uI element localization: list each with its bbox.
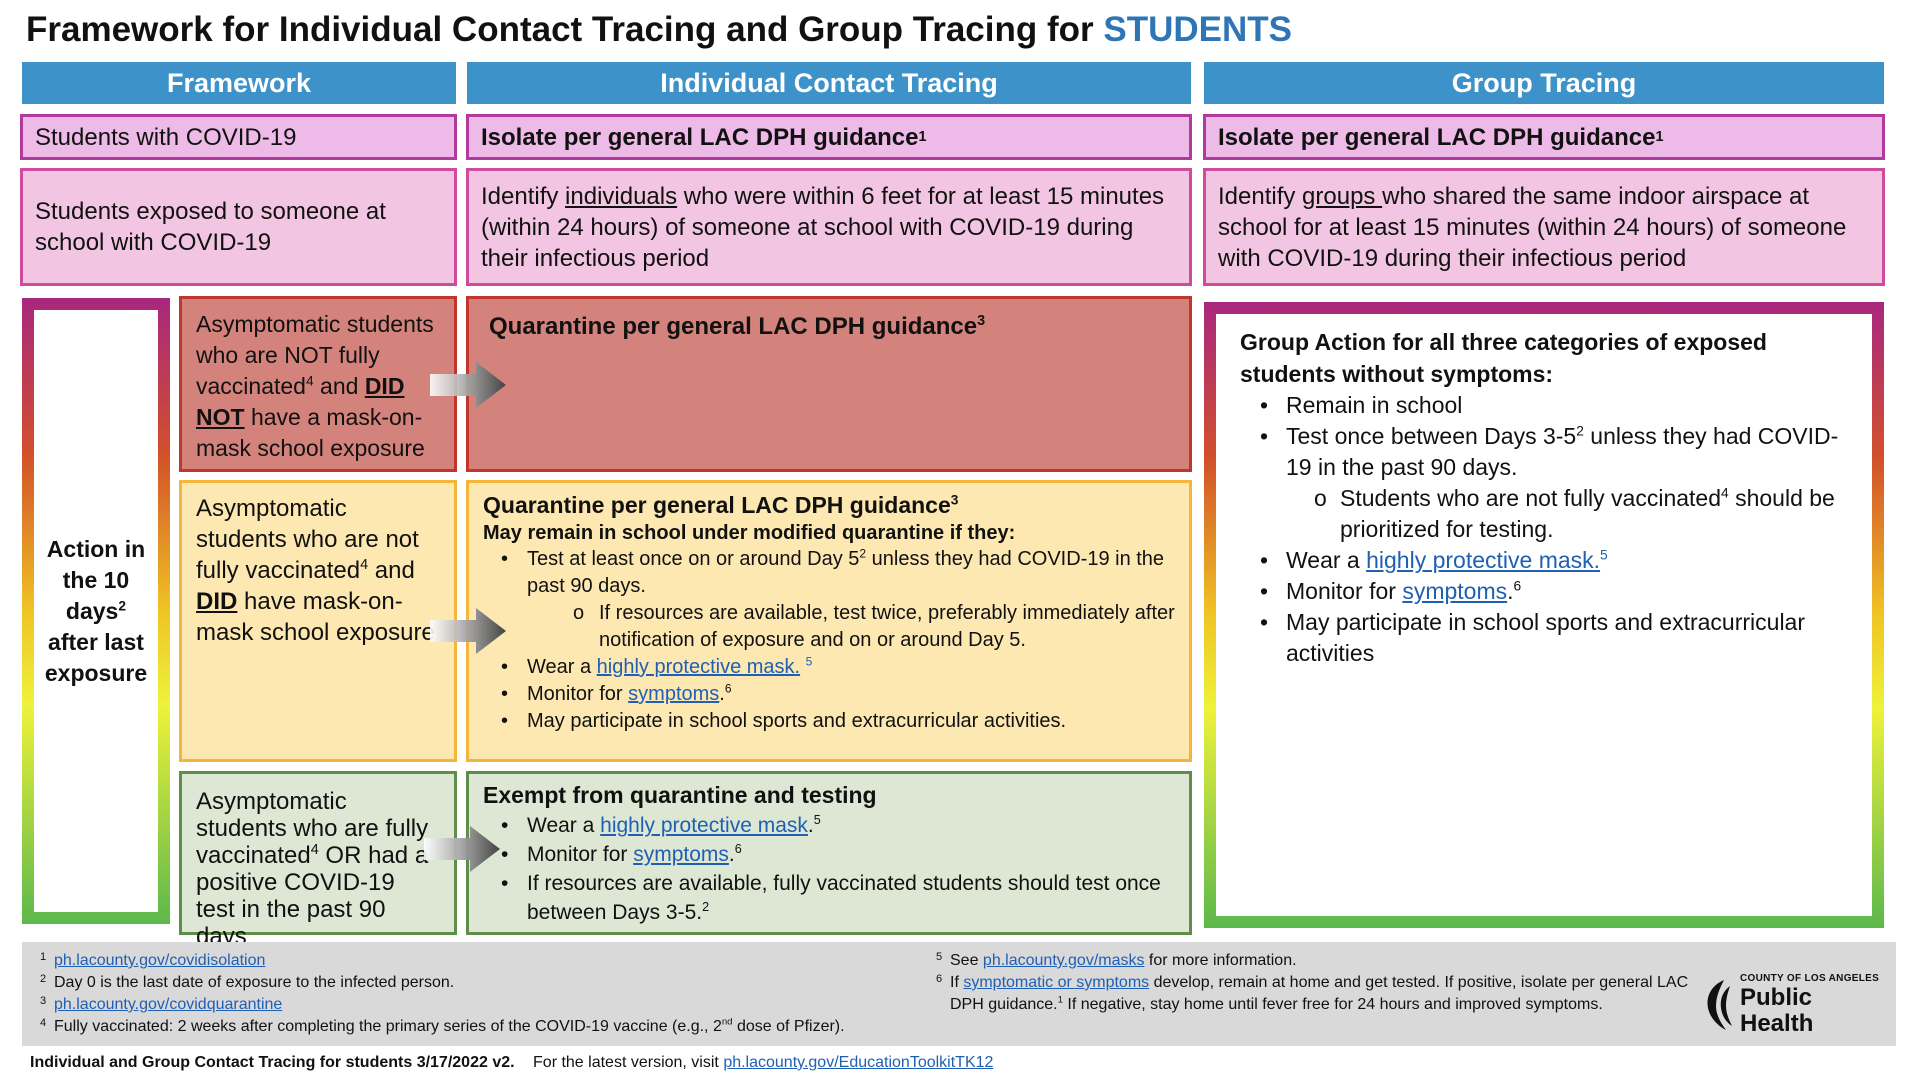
green-action-cell: Exempt from quarantine and testing Wear … [466,771,1192,935]
individual-identify-cell: Identify individuals who were within 6 f… [466,168,1192,286]
isolation-link[interactable]: ph.lacounty.gov/covidisolation [54,952,266,969]
category-red-cell: Asymptomatic students who are NOT fully … [179,296,457,472]
list-item: Test once between Days 3-52 unless they … [1260,421,1848,545]
arrow-right-icon [430,362,506,408]
arrow-right-icon [424,826,500,872]
framework-covid-cell: Students with COVID-19 [20,114,457,160]
county-seal-icon [1707,980,1732,1030]
red-action-cell: Quarantine per general LAC DPH guidance3 [466,296,1192,472]
quarantine-link[interactable]: ph.lacounty.gov/covidquarantine [54,996,283,1013]
mask-link[interactable]: highly protective mask. [596,656,801,678]
list-item: Monitor for symptoms.6 [501,681,1175,708]
framework-exposed-cell: Students exposed to someone at school wi… [20,168,457,286]
list-item: If resources are available, test twice, … [573,600,1175,654]
list-item: Monitor for symptoms.6 [501,840,1175,869]
arrow-right-icon [430,608,506,654]
group-identify-cell: Identify groups who shared the same indo… [1203,168,1885,286]
header-group: Group Tracing [1204,62,1884,104]
yellow-action-cell: Quarantine per general LAC DPH guidance3… [466,480,1192,762]
group-action-frame: Group Action for all three categories of… [1204,302,1884,928]
yellow-action-subtitle: May remain in school under modified quar… [483,522,1016,544]
symptoms-link[interactable]: symptoms [628,683,720,705]
header-framework: Framework [22,62,456,104]
page-title: Framework for Individual Contact Tracing… [26,10,1292,49]
symptoms-link[interactable]: symptoms [633,843,729,866]
public-health-logo: COUNTY OF LOS ANGELES Public Health [1702,973,1892,1037]
symptoms-footnote-link[interactable]: symptomatic or symptoms [963,974,1150,991]
list-item: Test at least once on or around Day 52 u… [501,546,1175,654]
title-highlight: STUDENTS [1103,10,1292,49]
group-action-list: Remain in school Test once between Days … [1240,390,1848,669]
toolkit-link[interactable]: ph.lacounty.gov/EducationToolkitTK12 [723,1054,994,1071]
symptoms-link[interactable]: symptoms [1402,578,1508,604]
category-yellow-cell: Asymptomatic students who are not fully … [179,480,457,762]
group-action-panel: Group Action for all three categories of… [1216,314,1872,916]
action-frame: Action in the 10 days2 after last exposu… [22,298,170,924]
mask-link[interactable]: highly protective mask [1366,547,1594,573]
list-item: Remain in school [1260,390,1848,421]
yellow-action-list: Test at least once on or around Day 52 u… [483,546,1175,735]
header-individual: Individual Contact Tracing [467,62,1191,104]
list-item: Students who are not fully vaccinated4 s… [1314,483,1848,545]
logo-main-text: Public Health [1740,984,1814,1037]
list-item: Wear a highly protective mask.5 [1260,545,1848,576]
list-item: May participate in school sports and ext… [1260,607,1848,669]
list-item: If resources are available, fully vaccin… [501,869,1175,927]
list-item: May participate in school sports and ext… [501,708,1175,735]
yellow-action-title: Quarantine per general LAC DPH guidance3 [483,492,959,518]
action-label: Action in the 10 days2 after last exposu… [34,310,158,912]
list-item: Wear a highly protective mask.5 [501,811,1175,840]
mask-link[interactable]: highly protective mask [600,814,808,837]
masks-link[interactable]: ph.lacounty.gov/masks [982,952,1145,969]
category-green-cell: Asymptomatic students who are fully vacc… [179,771,457,950]
logo-county-text: COUNTY OF LOS ANGELES [1740,973,1880,984]
list-item: Wear a highly protective mask. 5 [501,654,1175,681]
green-action-title: Exempt from quarantine and testing [483,782,877,808]
version-line: Individual and Group Contact Tracing for… [30,1054,994,1071]
green-action-list: Wear a highly protective mask.5 Monitor … [483,811,1175,927]
group-action-title: Group Action for all three categories of… [1240,329,1767,387]
list-item: Monitor for symptoms.6 [1260,576,1848,607]
